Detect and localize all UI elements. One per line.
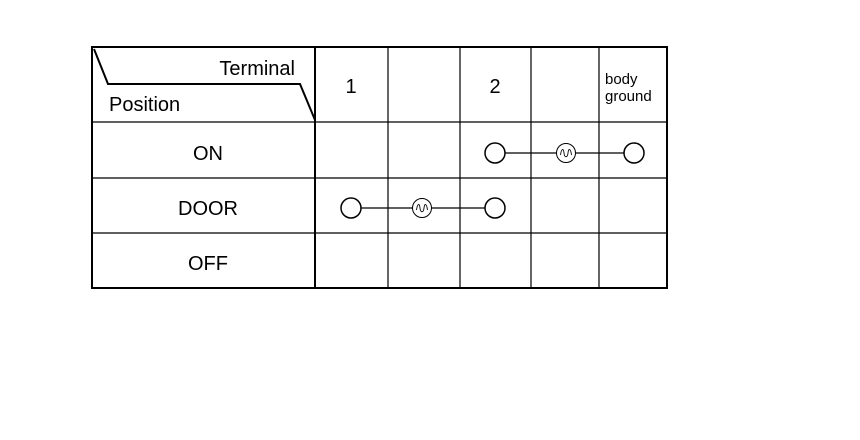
terminal-circle-icon bbox=[340, 197, 362, 219]
column-header-1: 1 bbox=[345, 76, 356, 98]
row-label-off: OFF bbox=[188, 253, 228, 275]
terminal-header-label: Terminal bbox=[219, 58, 295, 80]
position-header-label: Position bbox=[109, 94, 180, 116]
column-header-2: 2 bbox=[489, 76, 500, 98]
connection-door bbox=[340, 197, 506, 219]
connection-on bbox=[484, 142, 645, 164]
terminal-circle-icon bbox=[484, 197, 506, 219]
header-diagonal-divider bbox=[93, 48, 316, 121]
terminal-circle-icon bbox=[623, 142, 645, 164]
body-ground-line-1: body bbox=[605, 71, 638, 88]
row-label-on: ON bbox=[193, 143, 223, 165]
row-label-door: DOOR bbox=[178, 198, 238, 220]
bulb-icon bbox=[412, 198, 432, 218]
bulb-icon bbox=[556, 143, 576, 163]
terminal-circle-icon bbox=[484, 142, 506, 164]
table-border bbox=[91, 46, 668, 289]
column-header-body-ground: body ground bbox=[605, 71, 652, 105]
body-ground-line-2: ground bbox=[605, 88, 652, 105]
